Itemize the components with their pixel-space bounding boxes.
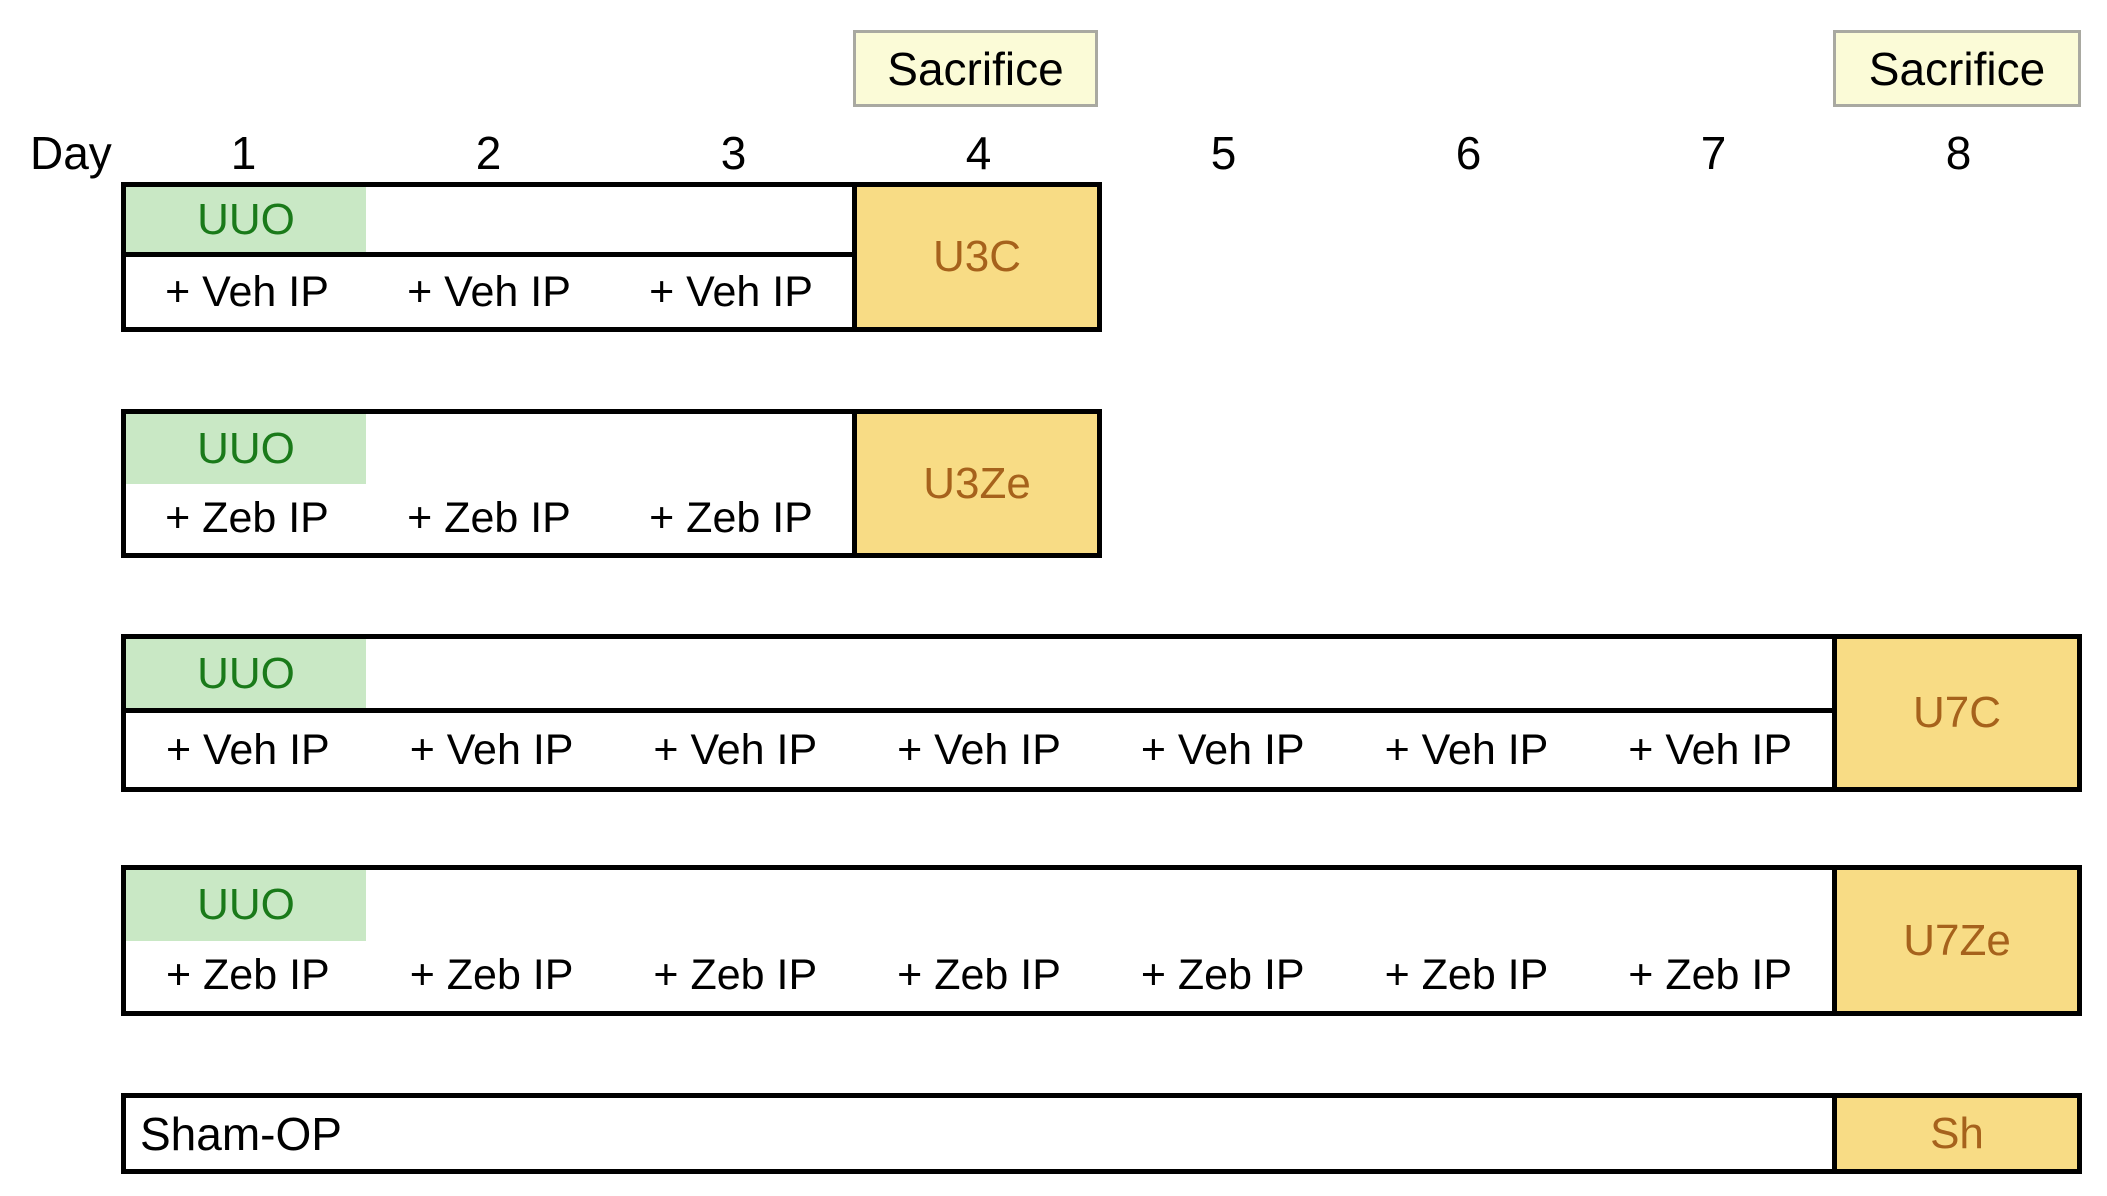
- group-u7ze-timeline: UUO + Zeb IP + Zeb IP + Zeb IP + Zeb IP …: [126, 870, 1832, 1011]
- group-label-sh: Sh: [1832, 1098, 2077, 1169]
- group-u7c-injection-row: + Veh IP + Veh IP + Veh IP + Veh IP + Ve…: [126, 713, 1832, 787]
- group-label-u3ze: U3Ze: [852, 414, 1097, 553]
- group-u3ze-timeline: UUO + Zeb IP + Zeb IP + Zeb IP: [126, 414, 852, 553]
- group-u7c-surgery-row: UUO: [126, 639, 1832, 713]
- group-label-u7ze: U7Ze: [1832, 870, 2077, 1011]
- group-label-u7c: U7C: [1832, 639, 2077, 787]
- sacrifice-note-day4: Sacrifice: [853, 30, 1098, 107]
- injection-cell: + Zeb IP: [653, 951, 818, 1000]
- injection-cell: + Veh IP: [1628, 725, 1793, 774]
- day-tick-1: 1: [230, 127, 257, 179]
- injection-cell: + Veh IP: [165, 725, 330, 774]
- group-row-u3ze: UUO + Zeb IP + Zeb IP + Zeb IP U3Ze: [121, 409, 1102, 558]
- injection-cell: + Zeb IP: [1384, 951, 1549, 1000]
- group-label-u3c: U3C: [852, 187, 1097, 327]
- injection-cell: + Veh IP: [407, 267, 571, 316]
- injection-cell: + Veh IP: [653, 725, 818, 774]
- injection-cell: + Zeb IP: [897, 951, 1061, 1000]
- injection-cell: + Veh IP: [1140, 725, 1305, 774]
- injection-cell: + Zeb IP: [409, 951, 574, 1000]
- day-tick-7: 7: [1700, 127, 1727, 179]
- group-row-u7c: UUO + Veh IP + Veh IP + Veh IP + Veh IP …: [121, 634, 2082, 792]
- group-u3c-surgery-row: UUO: [126, 187, 852, 257]
- day-tick-5: 5: [1210, 127, 1237, 179]
- injection-cell: + Zeb IP: [1628, 951, 1793, 1000]
- injection-cell: + Veh IP: [165, 267, 329, 316]
- injection-cell: + Veh IP: [897, 725, 1061, 774]
- group-u7c-timeline: UUO + Veh IP + Veh IP + Veh IP + Veh IP …: [126, 639, 1832, 787]
- day-tick-2: 2: [475, 127, 502, 179]
- group-row-u3c: UUO + Veh IP + Veh IP + Veh IP U3C: [121, 182, 1102, 332]
- group-u3ze-surgery-row: UUO: [126, 414, 852, 484]
- uuo-surgery-cell: UUO: [126, 187, 366, 252]
- day-tick-4: 4: [965, 127, 992, 179]
- day-tick-3: 3: [720, 127, 747, 179]
- group-u3c-timeline: UUO + Veh IP + Veh IP + Veh IP: [126, 187, 852, 327]
- injection-cell: + Veh IP: [649, 267, 813, 316]
- uuo-surgery-cell: UUO: [126, 414, 366, 484]
- uuo-surgery-cell: UUO: [126, 639, 366, 708]
- injection-cell: + Zeb IP: [1140, 951, 1305, 1000]
- group-u7ze-surgery-row: UUO: [126, 870, 1832, 941]
- sacrifice-note-day8: Sacrifice: [1833, 30, 2081, 107]
- group-u3ze-injection-row: + Zeb IP + Zeb IP + Zeb IP: [126, 484, 852, 554]
- day-axis-label: Day: [30, 127, 112, 179]
- injection-cell: + Veh IP: [409, 725, 574, 774]
- day-tick-6: 6: [1455, 127, 1482, 179]
- uuo-surgery-cell: UUO: [126, 870, 366, 941]
- group-u7ze-injection-row: + Zeb IP + Zeb IP + Zeb IP + Zeb IP + Ze…: [126, 941, 1832, 1012]
- injection-cell: + Zeb IP: [165, 951, 330, 1000]
- group-row-u7ze: UUO + Zeb IP + Zeb IP + Zeb IP + Zeb IP …: [121, 865, 2082, 1016]
- group-u3c-injection-row: + Veh IP + Veh IP + Veh IP: [126, 257, 852, 327]
- injection-cell: + Zeb IP: [407, 493, 571, 542]
- group-row-sham: Sham-OP Sh: [121, 1093, 2082, 1174]
- sham-op-label: Sham-OP: [140, 1107, 342, 1160]
- injection-cell: + Zeb IP: [165, 493, 329, 542]
- injection-cell: + Zeb IP: [649, 493, 813, 542]
- day-tick-8: 8: [1945, 127, 1972, 179]
- injection-cell: + Veh IP: [1384, 725, 1549, 774]
